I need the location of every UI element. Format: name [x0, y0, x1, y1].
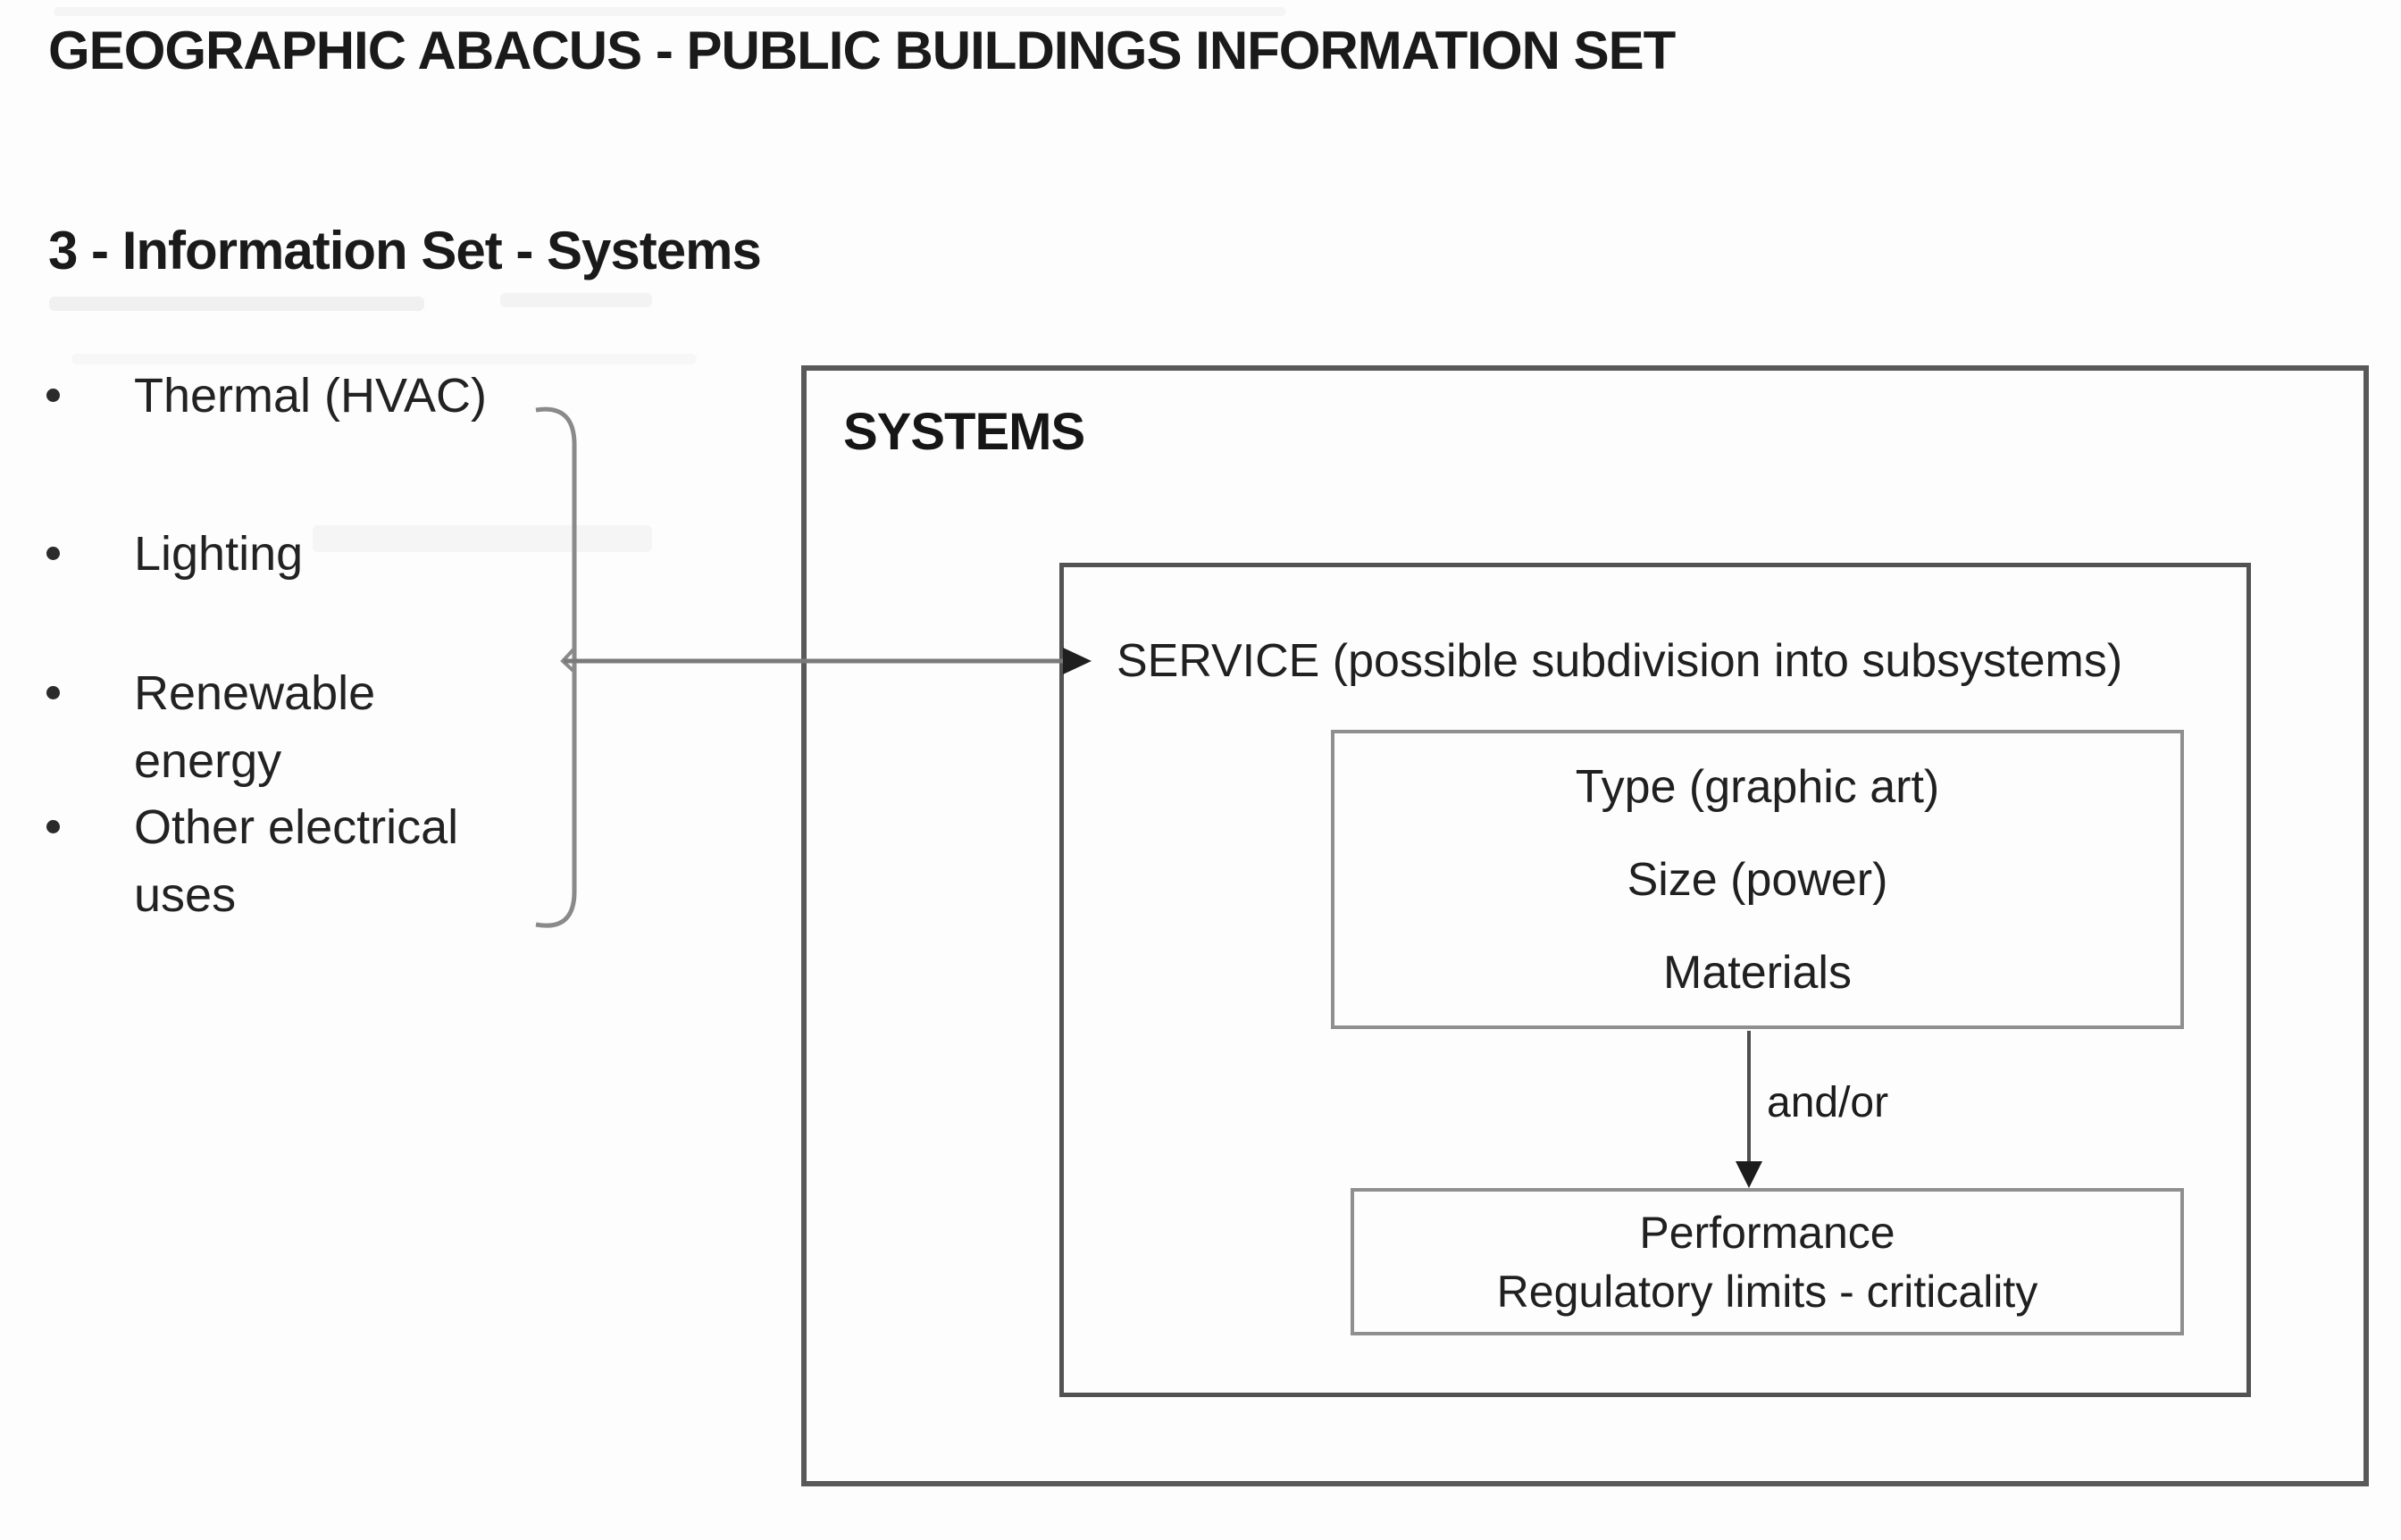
systems-box	[801, 365, 2369, 1486]
list-item-label: uses	[134, 868, 237, 922]
list-item-label: Lighting	[134, 527, 304, 581]
list-item-lighting: Lighting	[36, 520, 464, 588]
list-item-label: Other electrical	[134, 800, 459, 854]
type-size-materials-box: Type (graphic art) Size (power) Material…	[1331, 730, 2184, 1029]
scan-artifact	[500, 293, 652, 307]
regulatory-limits-line: Regulatory limits - criticality	[1496, 1266, 2038, 1317]
scan-artifact	[49, 297, 424, 311]
performance-line: Performance	[1639, 1207, 1895, 1258]
list-item-label: energy	[134, 734, 282, 788]
service-box	[1059, 563, 2251, 1397]
and-or-label: and/or	[1767, 1079, 1889, 1126]
spec-line-materials: Materials	[1663, 946, 1852, 999]
systems-box-label: SYSTEMS	[843, 403, 1085, 461]
spec-line-size: Size (power)	[1627, 853, 1888, 906]
scan-artifact	[71, 354, 697, 364]
page-title: GEOGRAPHIC ABACUS - PUBLIC BUILDINGS INF…	[48, 21, 1676, 80]
scan-artifact	[313, 525, 652, 552]
list-item-label: Renewable	[134, 666, 376, 720]
list-item-thermal: Thermal (HVAC)	[36, 362, 488, 430]
bracket-cusp	[560, 647, 576, 674]
spec-line-type: Type (graphic art)	[1575, 760, 1940, 813]
service-label: SERVICE (possible subdivision into subsy…	[1117, 635, 2123, 687]
section-heading: 3 - Information Set - Systems	[48, 221, 762, 280]
scan-artifact	[54, 7, 1286, 16]
bullet-group-bracket	[535, 406, 577, 928]
systems-bullet-list: Thermal (HVAC) Lighting Renewable energy…	[36, 0, 536, 983]
list-item-label: Thermal (HVAC)	[134, 369, 488, 423]
list-item-other-electrical: Other electrical uses	[36, 793, 464, 929]
performance-box: Performance Regulatory limits - critical…	[1351, 1188, 2184, 1335]
list-item-renewable-energy: Renewable energy	[36, 659, 464, 795]
